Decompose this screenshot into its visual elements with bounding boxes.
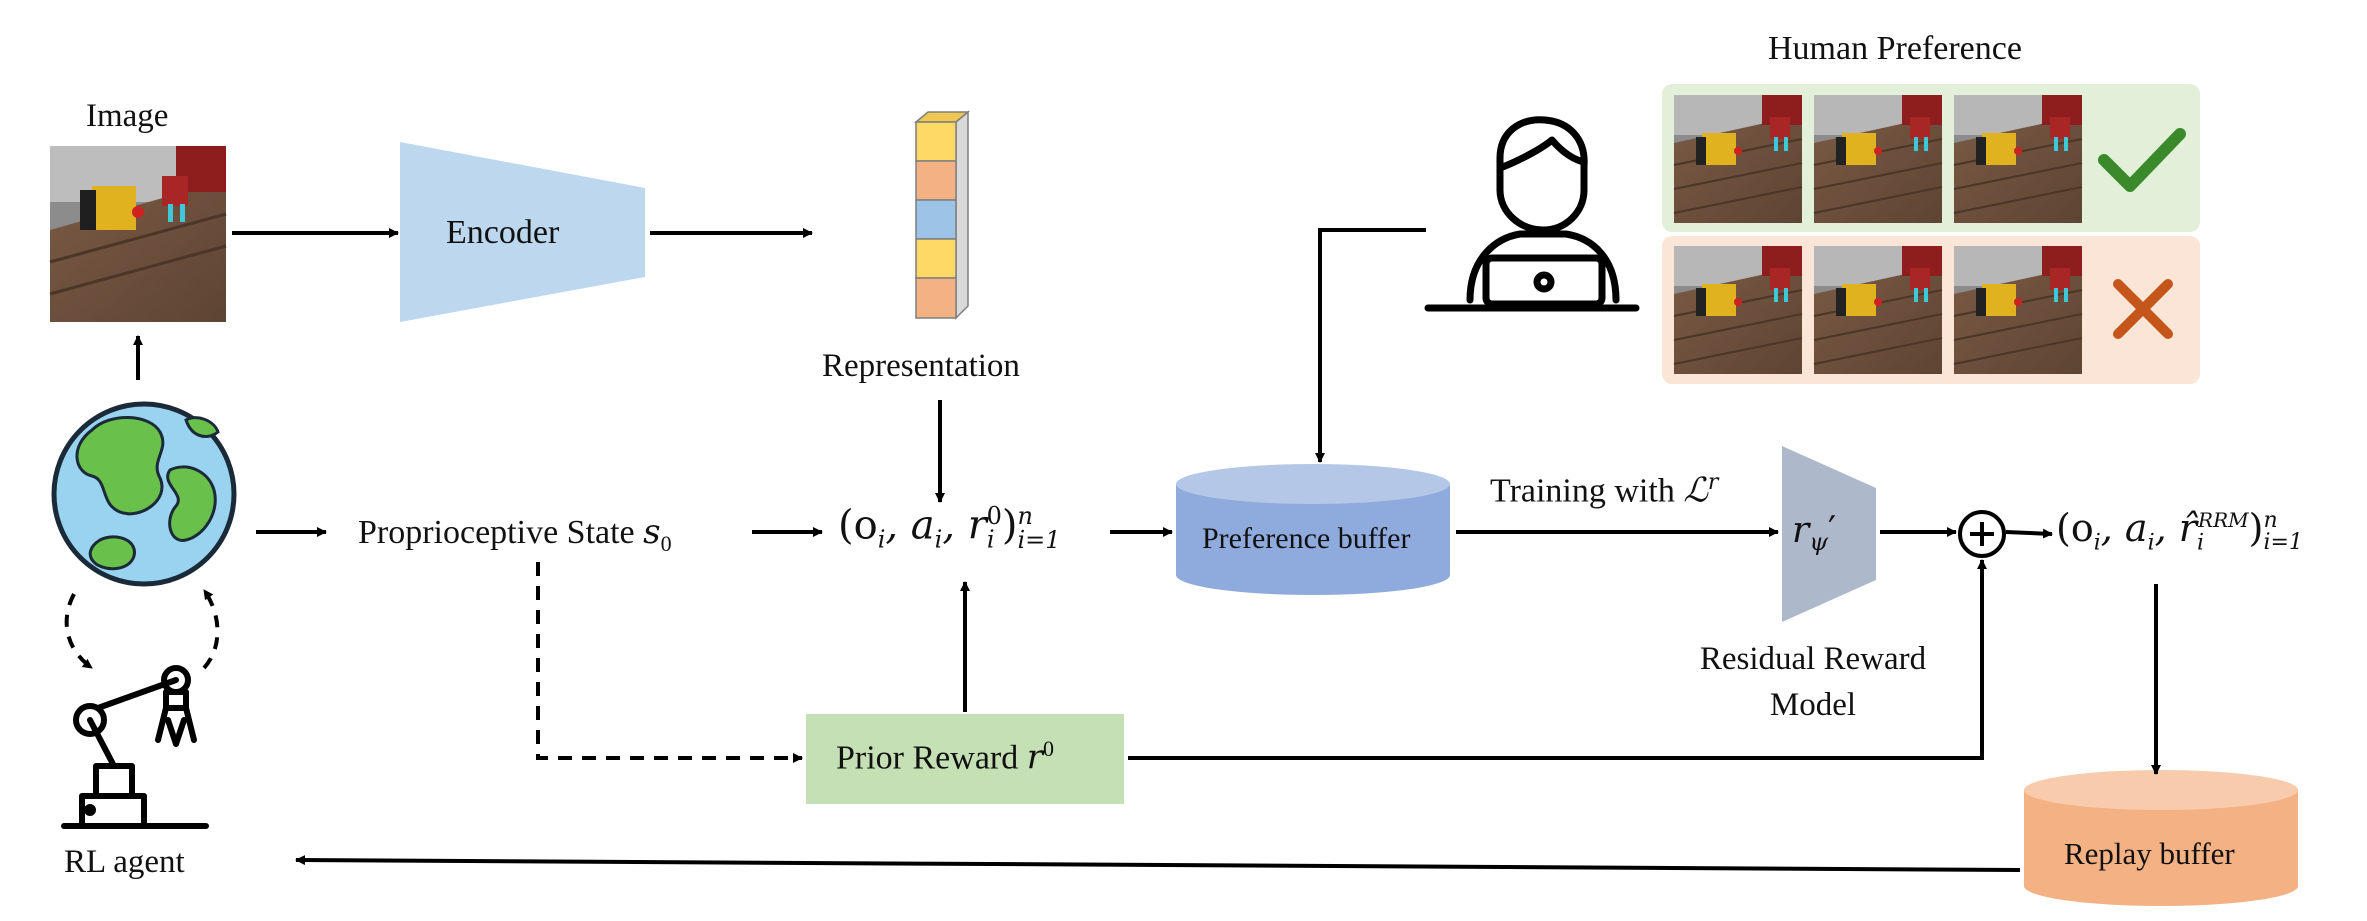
output-i2: i (2147, 530, 2155, 556)
arrow-human-to-buffer (1315, 228, 1426, 463)
proprioceptive-state-label: Proprioceptive State s0 (358, 512, 672, 557)
output-i3: i (2196, 530, 2205, 556)
replay-buffer-label: Replay buffer (2064, 836, 2235, 871)
preferred-frame-1 (1673, 94, 1803, 224)
human-preference-label: Human Preference (1768, 30, 2022, 67)
encoder-block (400, 142, 645, 322)
earth-icon (51, 401, 237, 587)
training-text: Training with (1490, 472, 1675, 510)
training-loss-sup: r (1707, 470, 1719, 495)
output-comma: , (2154, 506, 2179, 550)
rl-agent-label: RL agent (64, 844, 185, 880)
prior-reward-text: Prior Reward (836, 739, 1019, 777)
output-sub-range: i=1 (2263, 529, 2303, 555)
preference-buffer-label: Preference buffer (1202, 522, 1411, 555)
output-open: (o (2056, 506, 2094, 550)
arrow-sum-to-output (2005, 528, 2053, 539)
reward-model-symbol: rψ′ (1792, 510, 1836, 556)
prior-reward-label: Prior Reward r0 (836, 736, 1054, 777)
output-i1: i (2093, 530, 2101, 556)
prior-reward-symbol: r (1026, 737, 1044, 778)
scene-image (49, 146, 227, 322)
tuple-i3: i (986, 525, 995, 554)
residual-model-line1: Residual Reward (1699, 641, 1927, 677)
arrow-state-to-prior-dashed (536, 562, 803, 763)
tuple-a: , a (885, 502, 935, 549)
image-label: Image (86, 98, 169, 134)
residual-reward-model-block (1782, 446, 1876, 622)
tuple-sup-n: n (1017, 502, 1033, 531)
rejected-frame-2 (1813, 245, 1943, 375)
person-laptop-icon (1424, 116, 1640, 312)
arrow-replay-to-agent (295, 855, 2021, 872)
reward-model-psi: ψ (1809, 528, 1829, 557)
proprioceptive-text: Proprioceptive State (358, 514, 635, 551)
arrow-earth-from-agent-dashed (202, 588, 220, 670)
output-close: ) (2248, 506, 2264, 550)
preference-buffer (1176, 464, 1450, 595)
training-loss-symbol: ℒ (1683, 470, 1708, 511)
arrow-agent-to-earth-dashed (64, 593, 94, 670)
state-subscript: 0 (660, 530, 672, 556)
arrow-prior-to-sum (1128, 559, 1987, 760)
training-label: Training with ℒr (1490, 470, 1718, 510)
output-a: , a (2100, 506, 2148, 550)
rejected-frame-1 (1673, 245, 1803, 375)
tuple-sub-range: i=1 (1017, 526, 1061, 555)
check-icon (2098, 128, 2186, 192)
cross-icon (2113, 279, 2173, 339)
sum-icon (1958, 510, 2006, 558)
residual-reward-model-label: Residual Reward Model (1678, 636, 1948, 728)
representation-label: Representation (822, 348, 1020, 384)
replay-buffer (2024, 770, 2298, 906)
output-sup-n: n (2263, 507, 2278, 533)
output-rrm: RRM (2198, 508, 2249, 533)
rejected-frame-3 (1953, 245, 2083, 375)
prior-reward-block (806, 714, 1124, 804)
encoder-label: Encoder (446, 214, 560, 251)
tuple-r-sup: 0 (986, 502, 1002, 530)
state-symbol: s (643, 512, 661, 552)
tuple-i2: i (934, 525, 943, 554)
preferred-frame-3 (1953, 94, 2083, 224)
representation-vector (913, 110, 971, 320)
preferred-frame-2 (1813, 94, 1943, 224)
reward-model-r: r (1792, 510, 1810, 551)
tuple-open: (o (838, 502, 878, 549)
tuple-i1: i (877, 525, 886, 554)
prior-reward-sup: 0 (1043, 736, 1055, 761)
tuple-close: ) (1001, 502, 1018, 549)
tuple-r: , r (942, 502, 987, 549)
reward-model-prime: ′ (1828, 510, 1837, 551)
robot-arm-icon (61, 665, 209, 829)
output-rhat: r̂ (2178, 506, 2197, 550)
residual-model-line2: Model (1769, 687, 1857, 723)
